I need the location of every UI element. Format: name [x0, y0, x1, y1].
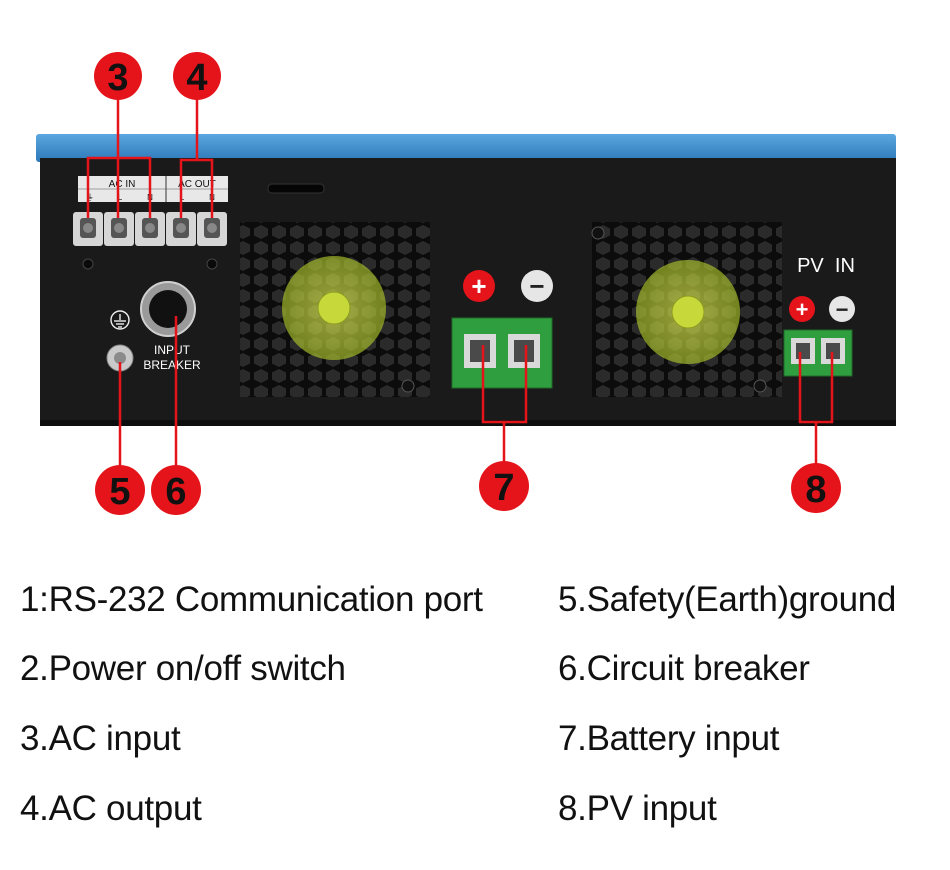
- callout-5-label: 5: [109, 471, 130, 513]
- rs232-port-slot: [267, 183, 325, 194]
- ac-out-label: AC OUT: [178, 179, 216, 190]
- legend-item-1: 1:RS-232 Communication port: [20, 580, 483, 619]
- input-breaker: INPUT BREAKER: [140, 281, 201, 372]
- callout-4-label: 4: [186, 57, 207, 99]
- legend-item-8: 8.PV input: [558, 789, 717, 828]
- battery-minus-sign: −: [529, 271, 544, 301]
- inverter-rear-panel-diagram: AC IN AC OUT ⏚ L N L N INPUT BREA: [36, 52, 896, 515]
- legend-item-5: 5.Safety(Earth)ground: [558, 580, 897, 619]
- callout-3-label: 3: [107, 57, 128, 99]
- legend-item-3: 3.AC input: [20, 719, 181, 758]
- ac-in-label: AC IN: [109, 179, 136, 190]
- leader-lines: [86, 96, 834, 470]
- pv-terminals: PV IN + −: [783, 255, 855, 377]
- callout-7: 7: [479, 461, 529, 511]
- ac-terminal-block: AC IN AC OUT ⏚ L N L N: [73, 176, 254, 270]
- callout-8-label: 8: [805, 469, 826, 511]
- callout-3: 3: [94, 52, 142, 100]
- legend-item-2: 2.Power on/off switch: [20, 649, 346, 688]
- callout-6-label: 6: [165, 471, 186, 513]
- ground-symbol-icon: [110, 310, 130, 330]
- terminal-mark-ground: ⏚: [86, 193, 94, 202]
- legend: 1:RS-232 Communication port 5.Safety(Ear…: [0, 570, 950, 850]
- ac-terminal-screws: [73, 212, 227, 246]
- battery-plus-icon: [463, 270, 495, 302]
- pv-minus-icon: [829, 296, 855, 322]
- pv-plus-icon: [789, 296, 815, 322]
- earth-ground: [106, 310, 134, 372]
- breaker-label-line2: BREAKER: [143, 358, 201, 372]
- callout-5: 5: [95, 465, 145, 515]
- callout-4: 4: [173, 52, 221, 100]
- terminal-mark-l-in: L: [118, 193, 123, 202]
- pv-minus-sign: −: [836, 297, 849, 322]
- callout-8: 8: [791, 463, 841, 513]
- terminal-mark-l-out: L: [180, 193, 185, 202]
- callout-7-label: 7: [493, 467, 514, 509]
- legend-item-6: 6.Circuit breaker: [558, 649, 810, 688]
- battery-terminals: + −: [451, 270, 553, 389]
- battery-minus-icon: [521, 270, 553, 302]
- legend-item-7: 7.Battery input: [558, 719, 780, 758]
- cooling-fan-left: [240, 222, 430, 397]
- callout-6: 6: [151, 465, 201, 515]
- case-top-blue: [36, 134, 896, 162]
- breaker-label-line1: INPUT: [154, 343, 191, 357]
- pv-in-label: PV IN: [797, 255, 855, 277]
- cooling-fan-right: [591, 222, 782, 397]
- breaker-button-icon: [149, 290, 187, 328]
- legend-item-4: 4.AC output: [20, 789, 202, 828]
- pv-plus-sign: +: [796, 297, 809, 322]
- battery-plus-sign: +: [471, 271, 486, 301]
